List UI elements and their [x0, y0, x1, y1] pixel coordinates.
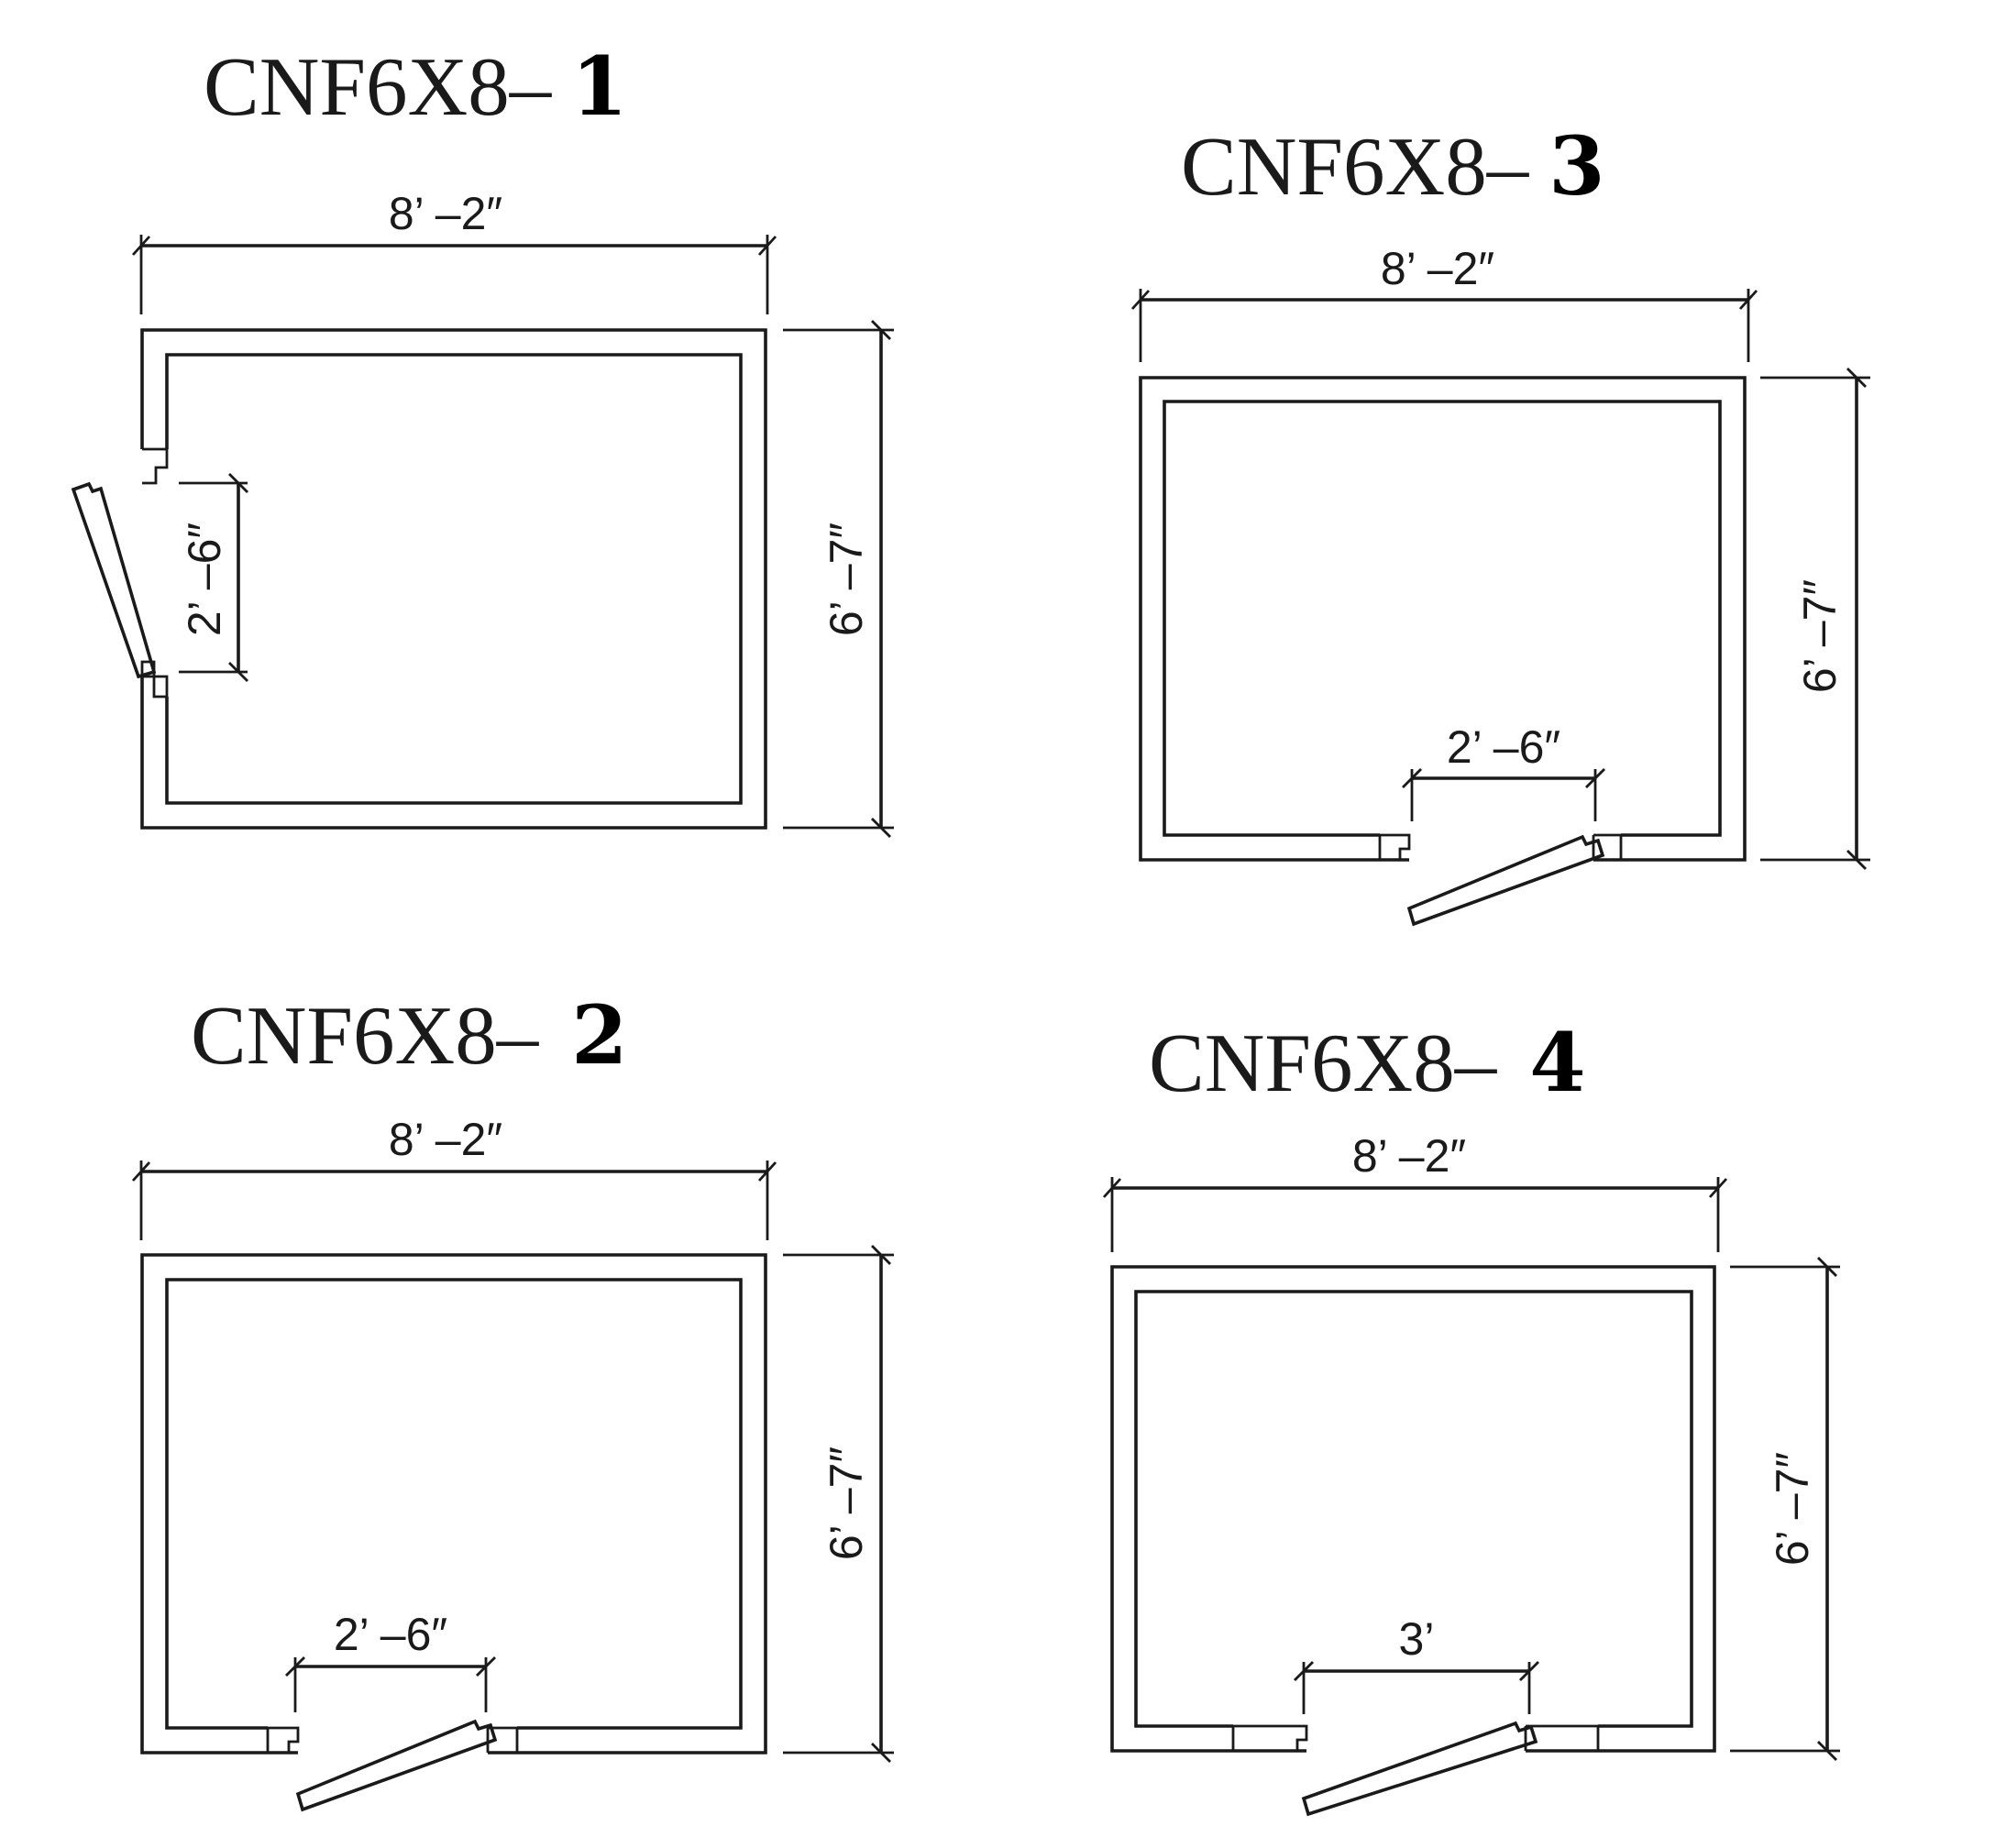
plan-1-door-leaf — [71, 481, 157, 679]
plan-1-title-number: 1 — [571, 38, 627, 134]
plan-4-door-label: 3’ — [1399, 1613, 1435, 1665]
plan-1: CNF6X8–1 8’ –2″ 6’ –7″ — [71, 38, 894, 838]
plan-3-walls — [1139, 376, 1747, 862]
plan-4-door-dimension: 3’ — [1294, 1613, 1539, 1714]
plan-1-walls — [140, 328, 767, 830]
plan-4-title-prefix: CNF6X8– — [1149, 1017, 1498, 1109]
plan-3-door-dimension: 2’ –6″ — [1402, 721, 1605, 821]
plan-3-width-dimension: 8’ –2″ — [1130, 243, 1758, 362]
plan-3-title-number: 3 — [1549, 118, 1604, 214]
plan-3-width-label: 8’ –2″ — [1381, 243, 1494, 294]
plan-2: CNF6X8– 2 8’ –2″ 6’ –7″ — [131, 987, 894, 1812]
plan-4-walls — [1110, 1265, 1716, 1753]
plan-1-width-dimension: 8’ –2″ — [131, 188, 777, 314]
plan-3-depth-label: 6’ –7″ — [1794, 579, 1846, 693]
plan-2-title-prefix: CNF6X8– — [191, 989, 540, 1082]
plan-2-width-dimension: 8’ –2″ — [131, 1114, 777, 1240]
plan-4-width-label: 8’ –2″ — [1352, 1130, 1466, 1182]
plan-3: CNF6X8–3 8’ –2″ 6’ –7″ — [1130, 118, 1870, 927]
plan-2-title: CNF6X8– 2 — [191, 987, 627, 1083]
plan-4: CNF6X8– 4 8’ –2″ 6’ –7″ — [1102, 1015, 1840, 1817]
plan-4-door-leaf — [1301, 1721, 1538, 1817]
plan-4-title: CNF6X8– 4 — [1149, 1015, 1585, 1110]
plan-4-depth-dimension: 6’ –7″ — [1730, 1257, 1840, 1761]
plan-2-depth-dimension: 6’ –7″ — [783, 1245, 894, 1763]
plan-3-door-label: 2’ –6″ — [1447, 721, 1560, 773]
plan-2-door-dimension: 2’ –6″ — [285, 1609, 496, 1712]
plan-4-width-dimension: 8’ –2″ — [1102, 1130, 1728, 1252]
plan-2-door-label: 2’ –6″ — [334, 1609, 447, 1660]
plan-1-depth-dimension: 6’ –7″ — [783, 320, 894, 838]
plan-2-walls — [140, 1253, 767, 1754]
plan-4-title-number: 4 — [1529, 1015, 1585, 1110]
plan-1-depth-label: 6’ –7″ — [821, 522, 872, 636]
plan-3-title-prefix: CNF6X8– — [1181, 120, 1530, 213]
plan-2-door-leaf — [295, 1719, 498, 1812]
plan-2-title-number: 2 — [571, 987, 627, 1083]
plan-2-width-label: 8’ –2″ — [389, 1114, 502, 1165]
plan-3-title: CNF6X8–3 — [1181, 118, 1604, 214]
plan-2-depth-label: 6’ –7″ — [821, 1446, 872, 1560]
plan-3-door-leaf — [1406, 834, 1605, 927]
plan-1-title: CNF6X8–1 — [204, 38, 627, 134]
plan-1-door-label: 2’ –6″ — [179, 522, 230, 636]
plan-1-width-label: 8’ –2″ — [389, 188, 502, 239]
plan-3-depth-dimension: 6’ –7″ — [1760, 368, 1870, 870]
plan-4-depth-label: 6’ –7″ — [1767, 1452, 1818, 1566]
plan-1-title-prefix: CNF6X8– — [204, 40, 553, 133]
plan-1-door-dimension: 2’ –6″ — [179, 473, 248, 682]
